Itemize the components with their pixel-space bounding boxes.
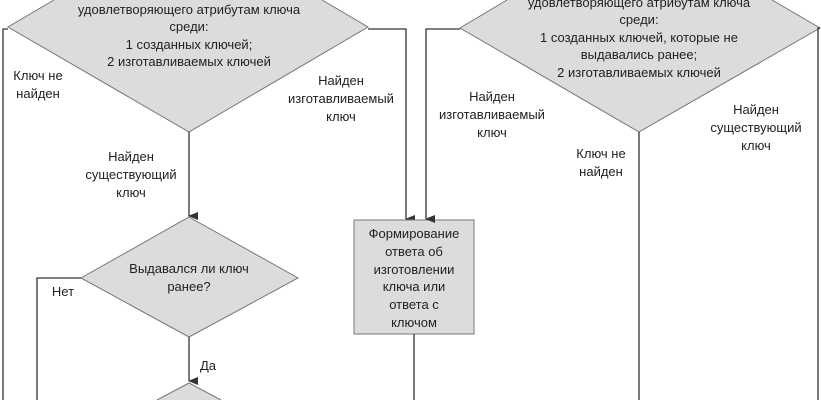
no-connector bbox=[36, 277, 81, 400]
response-box-line: изготовлении bbox=[374, 262, 455, 277]
left-decision-line: удовлетворяющего атрибутам ключа bbox=[78, 2, 301, 17]
issued-decision-line: ранее? bbox=[167, 279, 210, 294]
label-left-found-manufactured: изготавливаемый bbox=[288, 91, 394, 106]
response-box-line: ключом bbox=[391, 315, 437, 330]
label-right-not-found: Ключ не bbox=[576, 146, 625, 161]
label-left-found-existing: ключ bbox=[116, 185, 146, 200]
label-left-found-existing: существующий bbox=[85, 167, 176, 182]
left-decision-line: 2 изготавливаемых ключей bbox=[107, 54, 271, 69]
left-not-found-connector bbox=[2, 28, 8, 400]
label-left-not-found: Ключ не bbox=[13, 68, 62, 83]
left-manufactured-connector bbox=[368, 28, 415, 223]
response-box bbox=[353, 219, 475, 335]
label-right-found-existing: Найден bbox=[733, 102, 779, 117]
response-box-line: ответа с bbox=[389, 297, 439, 312]
response-box-line: ключа или bbox=[383, 279, 446, 294]
response-box-line: Формирование bbox=[369, 226, 460, 241]
response-box-line: ответа об bbox=[385, 244, 443, 259]
left-decision-line: среди: bbox=[169, 19, 208, 34]
next-decision-diamond bbox=[156, 382, 222, 400]
label-left-not-found: найден bbox=[16, 86, 60, 101]
right-manufactured-connector bbox=[425, 28, 460, 223]
label-no: Нет bbox=[52, 284, 74, 299]
label-right-found-existing: ключ bbox=[741, 138, 771, 153]
label-right-found-existing: существующий bbox=[710, 120, 801, 135]
label-right-found-manufactured: Найден bbox=[469, 89, 515, 104]
right-decision-line: 1 созданных ключей, которые не bbox=[540, 30, 738, 45]
label-left-found-manufactured: Найден bbox=[318, 73, 364, 88]
label-right-found-manufactured: изготавливаемый bbox=[439, 107, 545, 122]
label-left-found-manufactured: ключ bbox=[326, 109, 356, 124]
label-yes: Да bbox=[200, 358, 217, 373]
label-right-not-found: найден bbox=[579, 164, 623, 179]
left-decision-line: 1 созданных ключей; bbox=[126, 37, 253, 52]
right-existing-connector bbox=[817, 27, 820, 400]
label-left-found-existing: Найден bbox=[108, 149, 154, 164]
issued-decision-diamond bbox=[79, 216, 300, 338]
right-decision-line: удовлетворяющего атрибутам ключа bbox=[528, 0, 751, 10]
issued-decision-line: Выдавался ли ключ bbox=[129, 261, 249, 276]
right-decision-line: 2 изготавливаемых ключей bbox=[557, 65, 721, 80]
label-right-found-manufactured: ключ bbox=[477, 125, 507, 140]
right-decision-line: выдавались ранее; bbox=[581, 47, 698, 62]
right-decision-line: среди: bbox=[619, 12, 658, 27]
